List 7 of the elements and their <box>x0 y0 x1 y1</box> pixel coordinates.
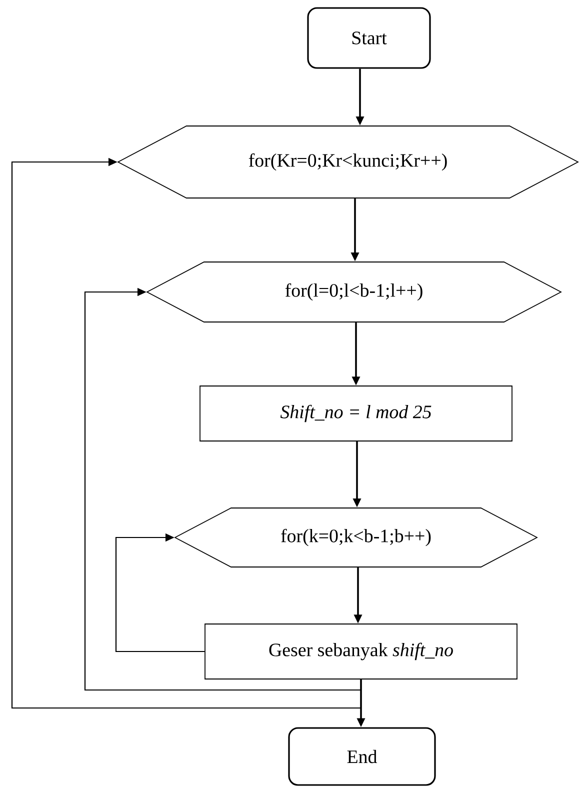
arrow <box>115 533 205 652</box>
arrow <box>84 288 362 691</box>
terminal-box: End <box>288 727 436 786</box>
arrow <box>11 158 362 709</box>
process-box: Geser sebanyak shift_no <box>204 624 518 680</box>
terminal-box: Start <box>307 7 431 69</box>
process-box: Shift_no = l mod 25 <box>200 386 512 442</box>
